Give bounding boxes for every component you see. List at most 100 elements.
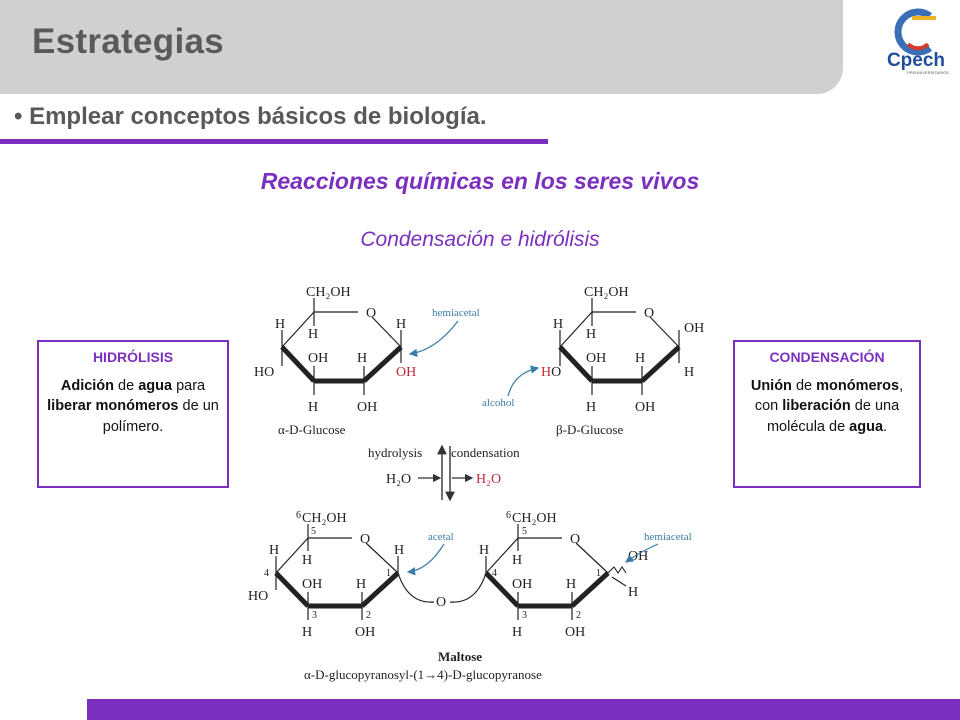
h-label: H <box>553 317 563 332</box>
oh-label: OH <box>684 321 704 336</box>
page-title: Estrategias <box>32 22 225 61</box>
hemiacetal-label: hemiacetal <box>644 531 692 543</box>
alpha-glucose-caption: α-D-Glucose <box>278 422 346 437</box>
carbon-number: 2 <box>366 610 371 621</box>
h-label: H <box>512 625 522 640</box>
alcohol-label: alcohol <box>482 397 514 409</box>
h-label: H <box>586 400 596 415</box>
h-label: H <box>635 351 645 366</box>
alcohol-arrow <box>507 365 540 397</box>
condensacion-word: agua <box>849 419 884 436</box>
carbon-number: 5 <box>522 526 527 537</box>
h-label: H <box>684 365 694 380</box>
beta-glucose-caption: β-D-Glucose <box>556 422 623 437</box>
o-label: O <box>551 365 561 380</box>
h-label: H <box>394 543 404 558</box>
header-banner: Estrategias <box>0 0 843 94</box>
h-label: H <box>512 553 522 568</box>
beta-glucose-molecule: CH₂OH O H HO H OH H H OH OH H β-D-Glucos… <box>541 285 704 437</box>
hidrolisis-word: Adición <box>60 377 115 394</box>
condensacion-box: CONDENSACIÓN Unión de monómeros, con lib… <box>733 340 921 488</box>
h-label: H <box>269 543 279 558</box>
acetal-label: acetal <box>428 531 454 543</box>
anomeric-oh-label: OH <box>396 365 416 380</box>
ring-oxygen: O <box>366 306 376 321</box>
carbon-number: 2 <box>576 610 581 621</box>
oh-label: OH <box>565 625 585 640</box>
h-red-label: H <box>541 365 551 380</box>
oh-label: OH <box>635 400 655 415</box>
oh-label: OH <box>512 577 532 592</box>
condensacion-heading: CONDENSACIÓN <box>769 349 885 365</box>
topic-heading: Condensación e hidrólisis <box>360 228 600 251</box>
hidrolisis-text: de un polímero. <box>102 398 219 436</box>
carbon-number: 4 <box>264 568 269 579</box>
carbon-number: 4 <box>492 568 497 579</box>
h-label: H <box>308 400 318 415</box>
h-label: H <box>628 585 638 600</box>
hemiacetal-arrow <box>408 320 459 358</box>
oh-label: OH <box>355 625 375 640</box>
h-label: H <box>566 577 576 592</box>
h-label: H <box>302 553 312 568</box>
ch2oh-label: CH₂OH <box>306 285 351 300</box>
bullet-underline <box>0 139 548 144</box>
h-label: H <box>308 327 318 342</box>
ring-oxygen: O <box>570 532 580 547</box>
condensation-label: condensation <box>451 445 520 460</box>
glycosidic-oxygen: O <box>436 595 446 610</box>
h-label: H <box>586 327 596 342</box>
hidrolisis-text: de <box>114 377 139 394</box>
ch2oh-label: CH₂OH <box>512 511 557 526</box>
condensacion-word: monómeros <box>816 377 900 394</box>
glucose-maltose-diagram: CH₂OH O H HO H OH H H OH H OH α-D-Glucos… <box>248 285 704 682</box>
carbon-number: 3 <box>312 610 317 621</box>
ring-oxygen: O <box>644 306 654 321</box>
h2o-label: H₂O <box>386 472 411 487</box>
carbon-number: 3 <box>522 610 527 621</box>
h-label: H <box>479 543 489 558</box>
section-subtitle: Reacciones químicas en los seres vivos <box>260 168 700 194</box>
oh-label: OH <box>302 577 322 592</box>
condensacion-word: liberación <box>782 398 851 415</box>
ho-label: HO <box>254 365 274 380</box>
hidrolisis-text: para <box>172 377 206 394</box>
hemiacetal-arrow <box>625 543 659 563</box>
maltose-molecule: 6 CH₂OH 5 O H 4 HO H OH 3 H H 2 OH H 1 O… <box>248 510 648 640</box>
hidrolisis-word: monómeros <box>95 398 179 415</box>
ho-label: HO <box>248 589 268 604</box>
condensacion-text: de <box>791 377 817 394</box>
h-label: H <box>302 625 312 640</box>
bullet-objective: • Emplear conceptos básicos de biología. <box>14 103 487 130</box>
condensacion-text: de una molécula de <box>766 398 900 436</box>
oh-label: OH <box>357 400 377 415</box>
logo-tagline: PREUNIVERSITARIOS <box>907 70 949 75</box>
oh-label: OH <box>308 351 328 366</box>
condensacion-word: Unión <box>750 377 792 394</box>
reaction-arrows: hydrolysis condensation H₂O H₂O <box>368 444 520 502</box>
oh-label: OH <box>586 351 606 366</box>
hydrolysis-label: hydrolysis <box>368 445 422 460</box>
hidrolisis-heading: HIDRÓLISIS <box>92 349 174 365</box>
ho-label: HO <box>541 365 561 380</box>
hidrolisis-word: liberar <box>47 398 92 415</box>
oh-label: OH <box>628 549 648 564</box>
maltose-caption: Maltose <box>438 649 482 664</box>
cpech-logo: Cpech PREUNIVERSITARIOS <box>887 8 949 75</box>
hidrolisis-word: agua <box>138 377 173 394</box>
h2o-released-label: H₂O <box>476 472 501 487</box>
carbon-number: 6 <box>506 510 511 521</box>
footer-bar <box>87 699 960 720</box>
condensacion-text: . <box>883 419 888 436</box>
acetal-arrow <box>406 543 445 576</box>
ring-oxygen: O <box>360 532 370 547</box>
condensacion-text: , con <box>754 377 904 415</box>
h-label: H <box>356 577 366 592</box>
alpha-glucose-molecule: CH₂OH O H HO H OH H H OH H OH α-D-Glucos… <box>254 285 416 437</box>
hidrolisis-box: HIDRÓLISIS Adición de agua para liberar … <box>37 340 229 488</box>
maltose-systematic-name: α-D-glucopyranosyl-(1→4)-D-glucopyranose <box>304 667 542 682</box>
ch2oh-label: CH₂OH <box>302 511 347 526</box>
h-label: H <box>396 317 406 332</box>
h-label: H <box>357 351 367 366</box>
h-label: H <box>275 317 285 332</box>
